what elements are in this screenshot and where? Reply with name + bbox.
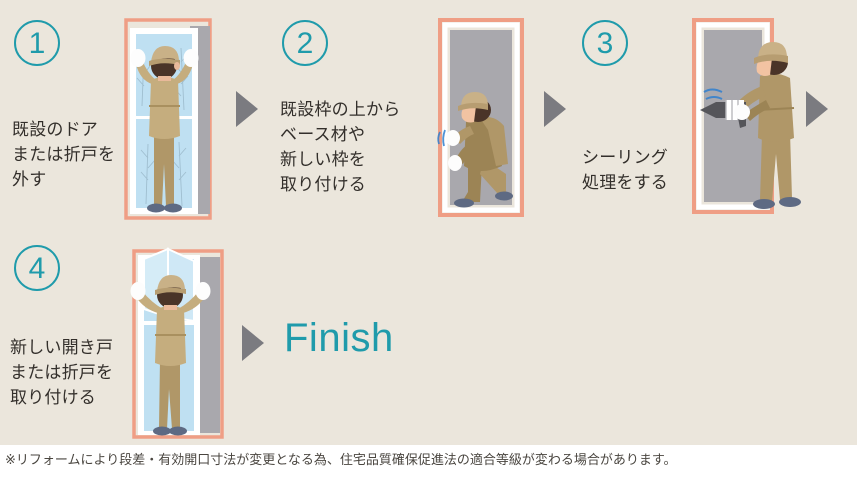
step-3-caption: シーリング 処理をする (582, 148, 668, 193)
infographic-canvas: 1 既設のドア または折戸を 外す (0, 0, 857, 445)
step-2: 2 既設枠の上から ベース材や 新しい枠を 取り付ける (270, 0, 570, 232)
step-1-caption: 既設のドア または折戸を 外す (12, 120, 116, 190)
step-3-arrow-icon (806, 91, 828, 127)
step-3-illustration (680, 14, 815, 226)
step-4-caption: 新しい開き戸 または折戸を 取り付ける (10, 338, 114, 408)
step-1-number: 1 (14, 20, 60, 66)
finish-label: Finish (284, 316, 394, 360)
step-3-number: 3 (582, 20, 628, 66)
step-2-caption: 既設枠の上から ベース材や 新しい枠を 取り付ける (280, 100, 401, 195)
step-4-number: 4 (14, 245, 60, 291)
step-3: 3 シーリング 処理をする (570, 0, 857, 232)
step-1-illustration (108, 14, 233, 226)
step-4-illustration (118, 247, 243, 445)
step-2-arrow-icon (544, 91, 566, 127)
step-1: 1 既設のドア または折戸を 外す (0, 0, 270, 232)
step-2-illustration (422, 14, 552, 226)
step-1-arrow-icon (236, 91, 258, 127)
step-2-number: 2 (282, 20, 328, 66)
step-4: 4 新しい開き戸 または折戸を 取り付ける (0, 235, 300, 445)
footnote-text: ※リフォームにより段差・有効開口寸法が変更となる為、住宅品質確保促進法の適合等級… (5, 453, 677, 468)
step-4-arrow-icon (242, 325, 264, 361)
